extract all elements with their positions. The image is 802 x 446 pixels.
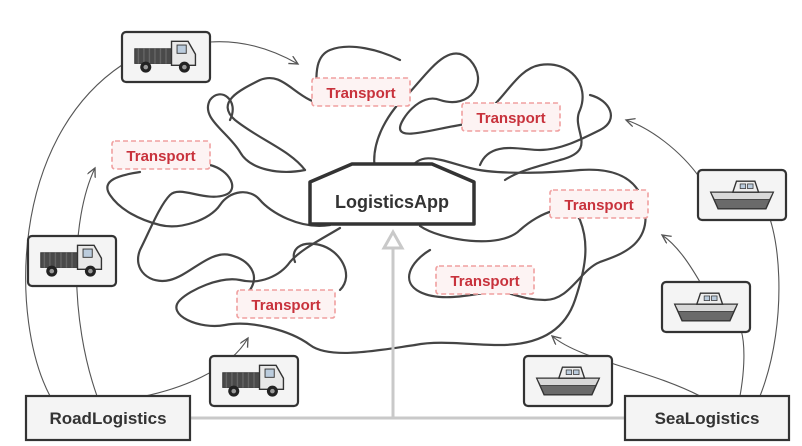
inheritance-arrow-icon — [381, 228, 405, 250]
transport-box: Transport — [111, 140, 211, 170]
transport-label: Transport — [450, 273, 519, 290]
ship-icon — [522, 354, 614, 408]
inheritance-lines — [190, 240, 625, 420]
transport-box: Transport — [461, 102, 561, 132]
ship-icon — [660, 280, 752, 334]
road-logistics-label: RoadLogistics — [49, 409, 166, 428]
transport-label: Transport — [251, 297, 320, 314]
sea-logistics-label: SeaLogistics — [655, 409, 760, 428]
tangled-connections — [106, 45, 647, 354]
transport-label: Transport — [476, 110, 545, 127]
ship-icon — [696, 168, 788, 222]
logistics-app-label: LogisticsApp — [335, 192, 449, 212]
transport-label: Transport — [326, 85, 395, 102]
truck-icon — [208, 354, 300, 408]
sea-logistics-node: SeaLogistics — [623, 394, 791, 442]
transport-box: Transport — [435, 265, 535, 295]
truck-icon — [120, 30, 212, 84]
logistics-app-node: LogisticsApp — [308, 162, 476, 226]
creation-arrows — [25, 41, 780, 399]
road-logistics-node: RoadLogistics — [24, 394, 192, 442]
transport-label: Transport — [126, 148, 195, 165]
truck-icon — [26, 234, 118, 288]
transport-box: Transport — [549, 189, 649, 219]
transport-label: Transport — [564, 197, 633, 214]
transport-box: Transport — [311, 77, 411, 107]
transport-box: Transport — [236, 289, 336, 319]
